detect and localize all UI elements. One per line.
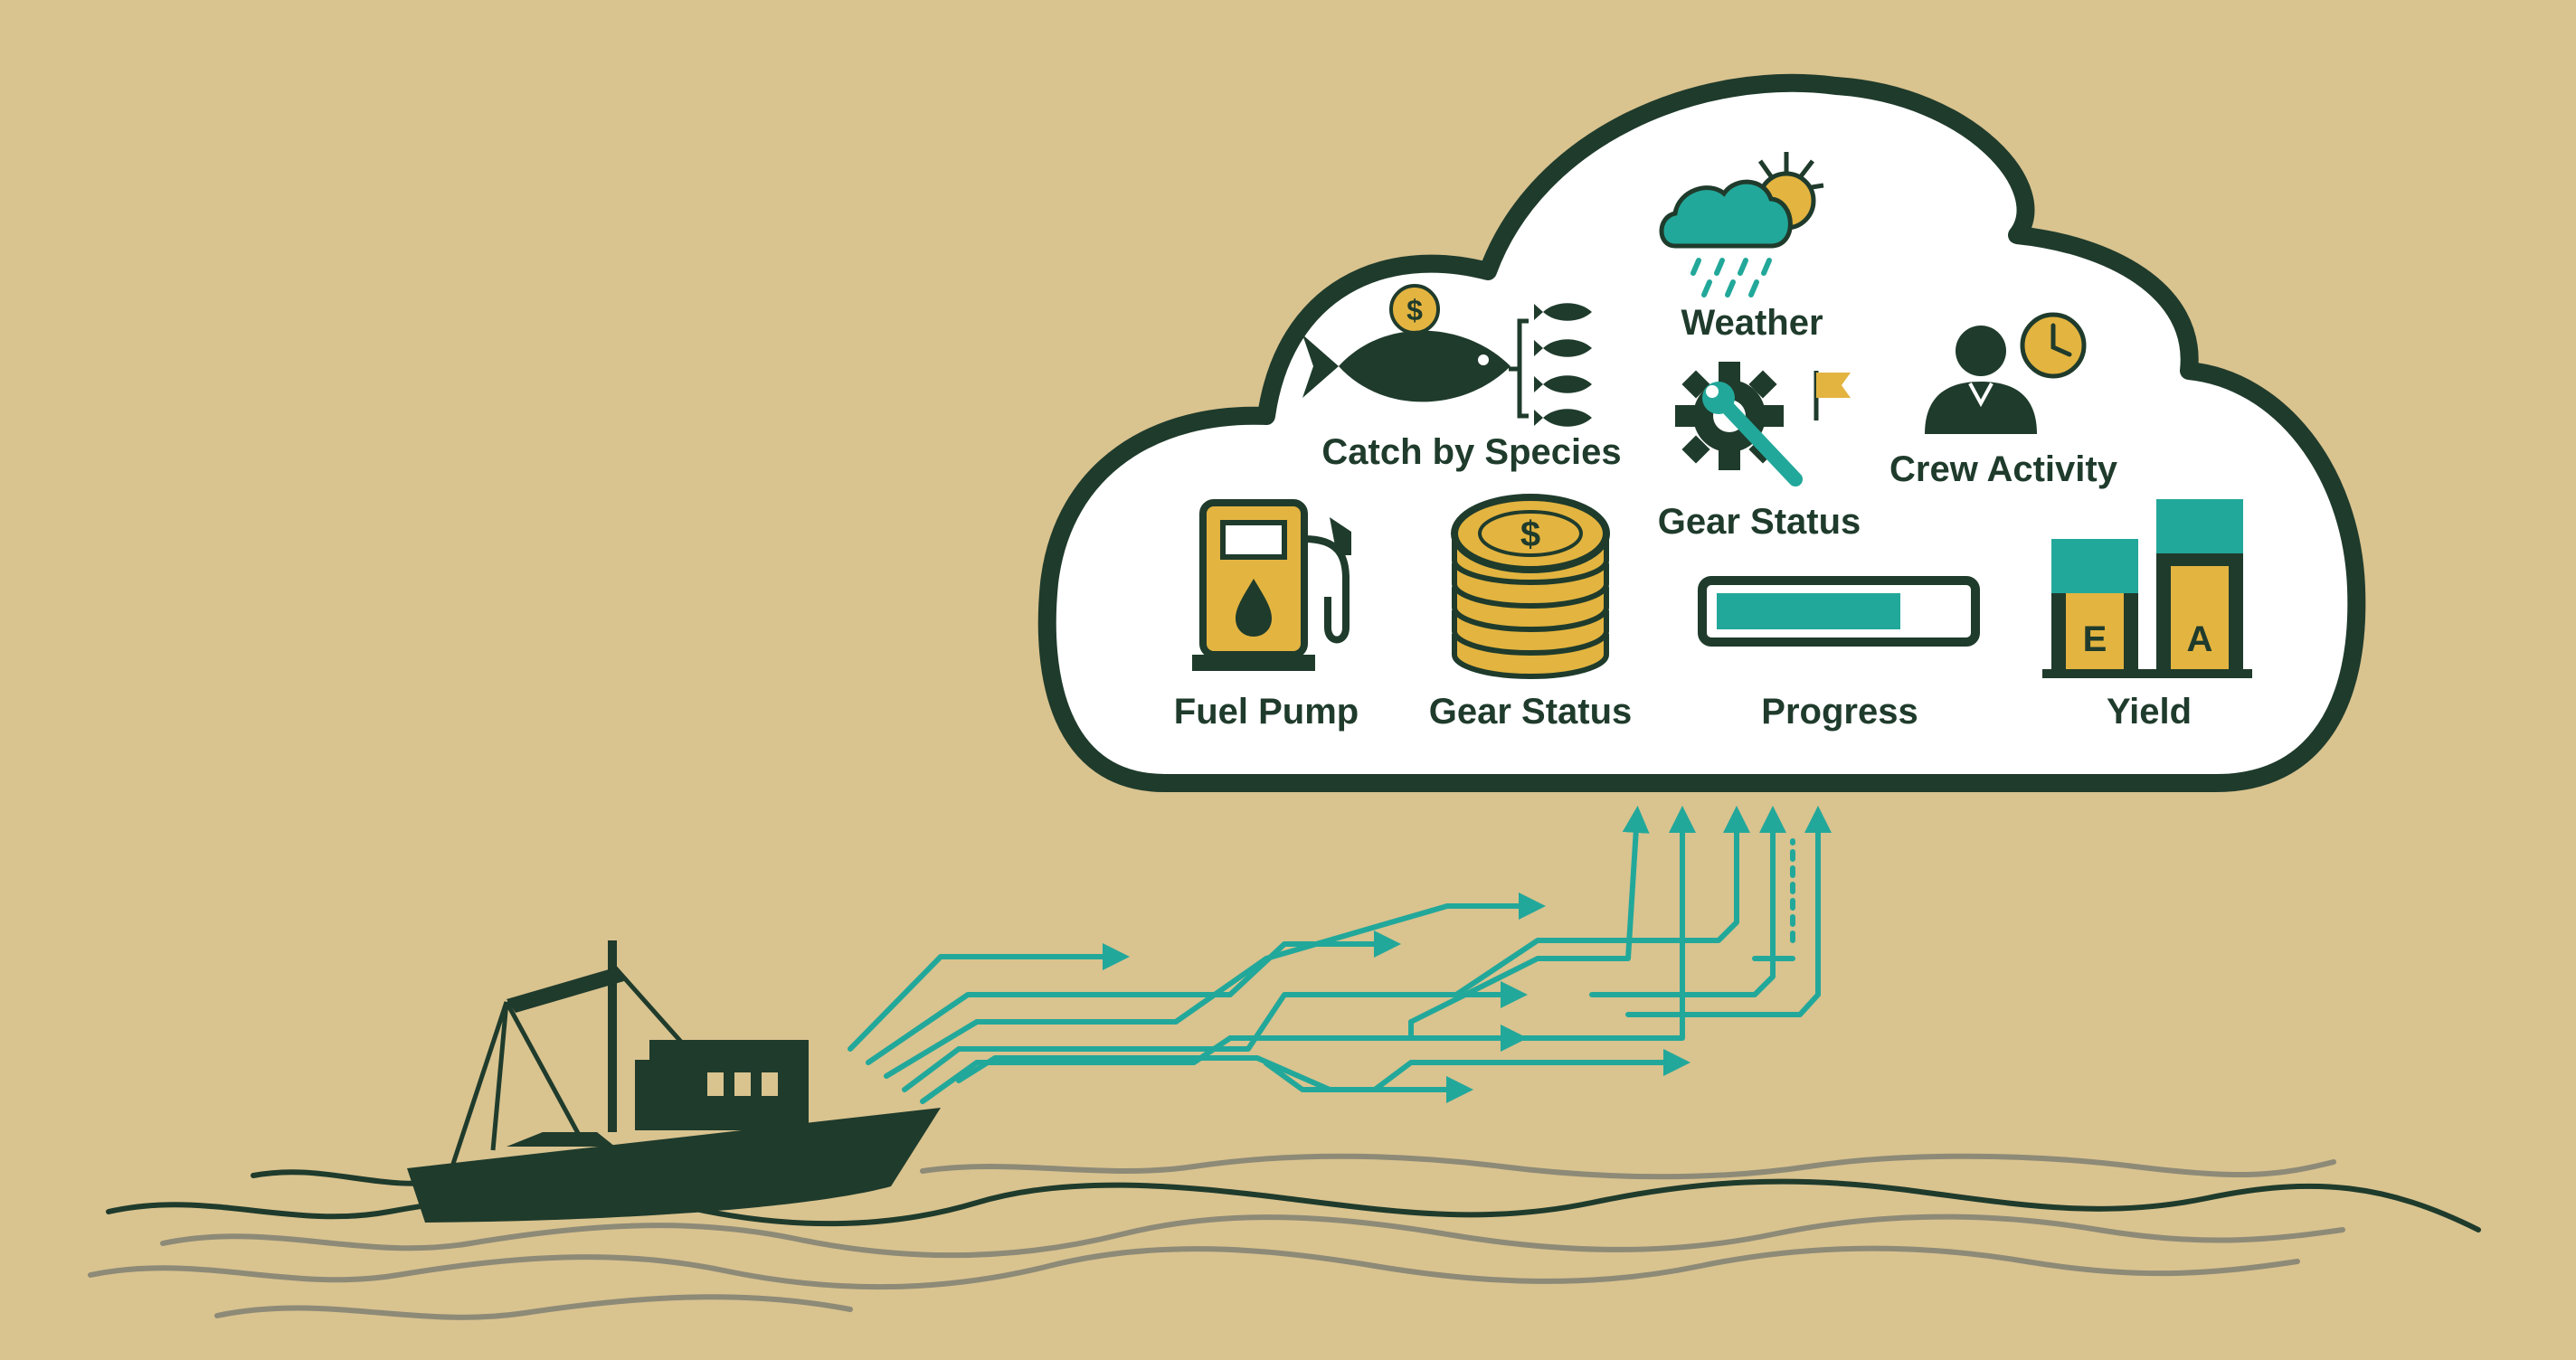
flow-line xyxy=(1408,806,1696,1041)
label-gear-status-top: Gear Status xyxy=(1658,502,1861,542)
small-fish-group xyxy=(1534,303,1592,427)
boat-hull xyxy=(407,1108,941,1223)
fish-tail xyxy=(1302,335,1339,398)
coin-rim xyxy=(1478,510,1583,557)
rigging-line xyxy=(613,966,689,1051)
flow-line xyxy=(884,892,1546,1079)
cabin-window xyxy=(707,1072,724,1096)
wave-line xyxy=(160,1214,2345,1259)
clock-hands xyxy=(2050,323,2072,357)
fuel-drop xyxy=(1236,579,1272,637)
progress-fill xyxy=(1717,593,1900,629)
flow-line xyxy=(1264,1049,1690,1092)
cloud-glyph xyxy=(1659,179,1793,249)
fuel-pump-icon xyxy=(1192,499,1351,671)
wrench-head xyxy=(1702,382,1735,414)
flow-line xyxy=(1625,806,1832,1017)
small-fish xyxy=(1534,303,1592,321)
cabin-window xyxy=(734,1072,751,1096)
yield-bar-e-top xyxy=(2051,539,2138,593)
wave-line xyxy=(920,1153,2336,1180)
crew-collar xyxy=(1968,382,1994,408)
yield-bar-a-top xyxy=(2156,499,2243,553)
small-fish xyxy=(1534,339,1592,357)
fish-species-icon: $ xyxy=(1302,284,1592,427)
flow-line xyxy=(902,981,1528,1092)
label-progress: Progress xyxy=(1761,692,1918,732)
yield-bar-a-core xyxy=(2171,566,2229,673)
pump-nozzle xyxy=(1330,517,1351,555)
yield-letter-e: E xyxy=(2083,619,2107,659)
crew-clock-icon xyxy=(1925,312,2087,434)
yield-bars-icon: E A xyxy=(2042,499,2252,678)
fishing-boat xyxy=(407,940,941,1223)
label-gear-status-bottom: Gear Status xyxy=(1429,692,1633,732)
label-crew-activity: Crew Activity xyxy=(1889,449,2118,489)
boat-boom xyxy=(507,968,624,1013)
cabin-window xyxy=(762,1072,778,1096)
coin-top xyxy=(1451,494,1610,573)
label-catch-by-species: Catch by Species xyxy=(1321,432,1621,472)
flow-line xyxy=(920,1025,1528,1104)
progress-bar-icon xyxy=(1698,576,1980,647)
crew-head xyxy=(1956,326,2006,376)
yield-letter-a: A xyxy=(2187,619,2213,659)
boat-mast xyxy=(608,940,617,1132)
rain-drops xyxy=(1690,258,1772,298)
wrench xyxy=(1711,391,1803,486)
wrench-jaw xyxy=(1706,385,1719,398)
wave-line xyxy=(214,1294,853,1320)
label-fuel-pump: Fuel Pump xyxy=(1174,692,1359,732)
gear-wrench-icon xyxy=(1675,362,1851,486)
fish-body xyxy=(1339,330,1511,402)
wave-line xyxy=(88,1245,2300,1290)
flow-line xyxy=(866,930,1401,1065)
rigging-line xyxy=(490,1001,509,1151)
yield-baseline xyxy=(2042,669,2252,678)
fish-eye xyxy=(1478,354,1489,365)
flow-line xyxy=(1589,806,1786,997)
yield-bar-e-core xyxy=(2066,593,2124,673)
data-flow-arrows xyxy=(848,806,1832,1104)
crew-body xyxy=(1925,382,2037,434)
label-yield: Yield xyxy=(2107,692,2192,732)
rigging-line xyxy=(504,1000,582,1137)
boat-deck xyxy=(507,1132,615,1147)
pump-hose xyxy=(1303,535,1350,644)
small-fish xyxy=(1534,375,1592,393)
coin-dollar-sign: $ xyxy=(1520,515,1540,554)
rigging-line xyxy=(450,1001,509,1167)
species-bracket xyxy=(1509,318,1529,419)
pump-base xyxy=(1192,655,1315,671)
flag xyxy=(1816,373,1851,398)
pump-display xyxy=(1220,520,1287,560)
dollar-badge-sign: $ xyxy=(1406,294,1423,326)
flow-line xyxy=(848,943,1130,1052)
flow-line xyxy=(1408,806,1650,1025)
label-weather: Weather xyxy=(1681,303,1823,343)
weather-icon xyxy=(1659,152,1824,298)
small-fish xyxy=(1534,409,1592,427)
boat-cabin-top xyxy=(649,1040,809,1067)
coin-stack-icon: $ xyxy=(1451,494,1610,679)
